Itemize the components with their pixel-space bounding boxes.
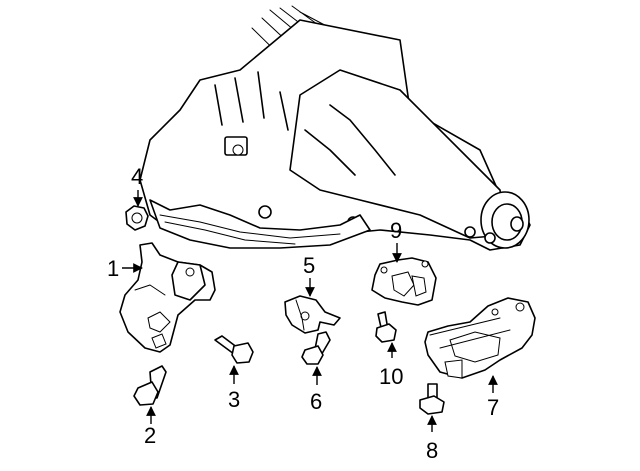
part-1-mount-bracket bbox=[119, 242, 216, 353]
callout-1: 1 bbox=[107, 256, 119, 281]
callout-7: 7 bbox=[487, 395, 499, 420]
transmission-assembly bbox=[139, 5, 531, 251]
callout-4: 4 bbox=[131, 164, 143, 189]
part-3-bolt bbox=[214, 335, 254, 364]
part-10-bolt bbox=[375, 311, 397, 343]
callout-2: 2 bbox=[144, 423, 156, 448]
part-9-insulator bbox=[371, 257, 437, 306]
callout-9: 9 bbox=[390, 218, 402, 243]
callout-3: 3 bbox=[228, 387, 240, 412]
part-4-nut bbox=[125, 205, 149, 231]
part-7-crossmember-mount bbox=[424, 297, 536, 379]
part-8-bolt bbox=[419, 383, 445, 415]
part-2-bolt bbox=[133, 365, 167, 406]
callout-labels: 1 2 3 4 5 6 7 8 9 10 bbox=[107, 164, 499, 463]
callout-8: 8 bbox=[426, 438, 438, 463]
callout-6: 6 bbox=[310, 389, 322, 414]
part-6-bolt bbox=[301, 331, 331, 365]
callout-10: 10 bbox=[379, 364, 403, 389]
part-5-bracket bbox=[284, 295, 341, 334]
callout-5: 5 bbox=[303, 253, 315, 278]
callout-arrows bbox=[122, 190, 498, 432]
